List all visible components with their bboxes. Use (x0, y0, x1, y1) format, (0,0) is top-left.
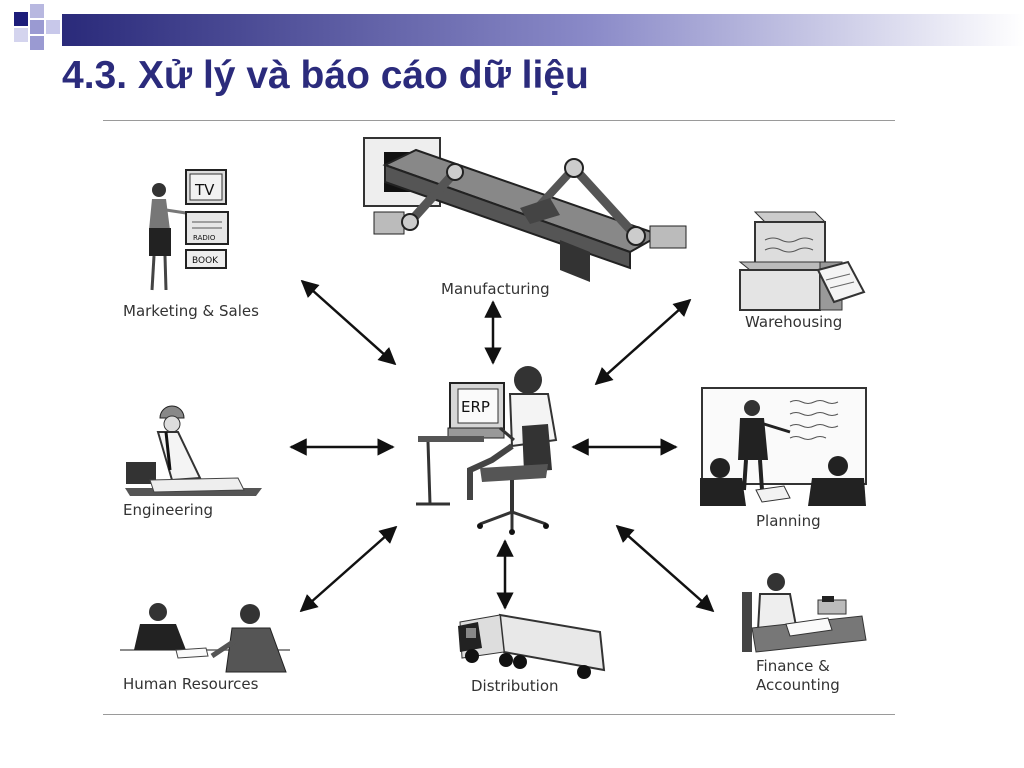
top-divider (103, 120, 895, 121)
decor-square (30, 20, 44, 34)
label-marketing-sales: Marketing & Sales (123, 302, 259, 320)
label-accounting: Accounting (756, 676, 840, 694)
planning-illustration (700, 387, 867, 506)
slide-title: 4.3. Xử lý và báo cáo dữ liệu (62, 54, 589, 97)
decor-square (30, 36, 44, 50)
marketing-illustration: TV RADIO BOOK (149, 169, 229, 291)
corner-decoration (14, 4, 60, 50)
finance-illustration (742, 573, 867, 653)
decor-square (30, 4, 44, 18)
label-warehousing: Warehousing (745, 313, 843, 331)
tv-prop-label: TV (194, 181, 215, 199)
label-distribution: Distribution (471, 677, 559, 695)
label-human-resources: Human Resources (123, 675, 259, 693)
arrow-finance (615, 524, 715, 613)
warehousing-illustration (738, 211, 866, 311)
label-engineering: Engineering (123, 501, 213, 519)
arrow-warehousing (594, 298, 692, 386)
erp-screen-label: ERP (461, 398, 490, 416)
arrow-hr (299, 525, 398, 613)
label-manufacturing: Manufacturing (441, 280, 550, 298)
connector-arrows (289, 279, 715, 613)
manufacturing-illustration (363, 137, 687, 282)
erp-hub-illustration: ERP (416, 366, 558, 535)
radio-prop-label: RADIO (193, 234, 216, 242)
arrow-marketing (300, 279, 397, 366)
book-prop-label: BOOK (192, 256, 219, 266)
decor-square (14, 28, 28, 42)
decor-square (46, 20, 60, 34)
hr-illustration (120, 603, 290, 673)
label-planning: Planning (756, 512, 821, 530)
label-finance: Finance & (756, 657, 830, 675)
engineering-illustration (125, 405, 262, 496)
decor-square (14, 12, 28, 26)
distribution-illustration (458, 613, 606, 679)
bottom-divider (103, 714, 895, 715)
title-bar-gradient (62, 14, 1024, 46)
